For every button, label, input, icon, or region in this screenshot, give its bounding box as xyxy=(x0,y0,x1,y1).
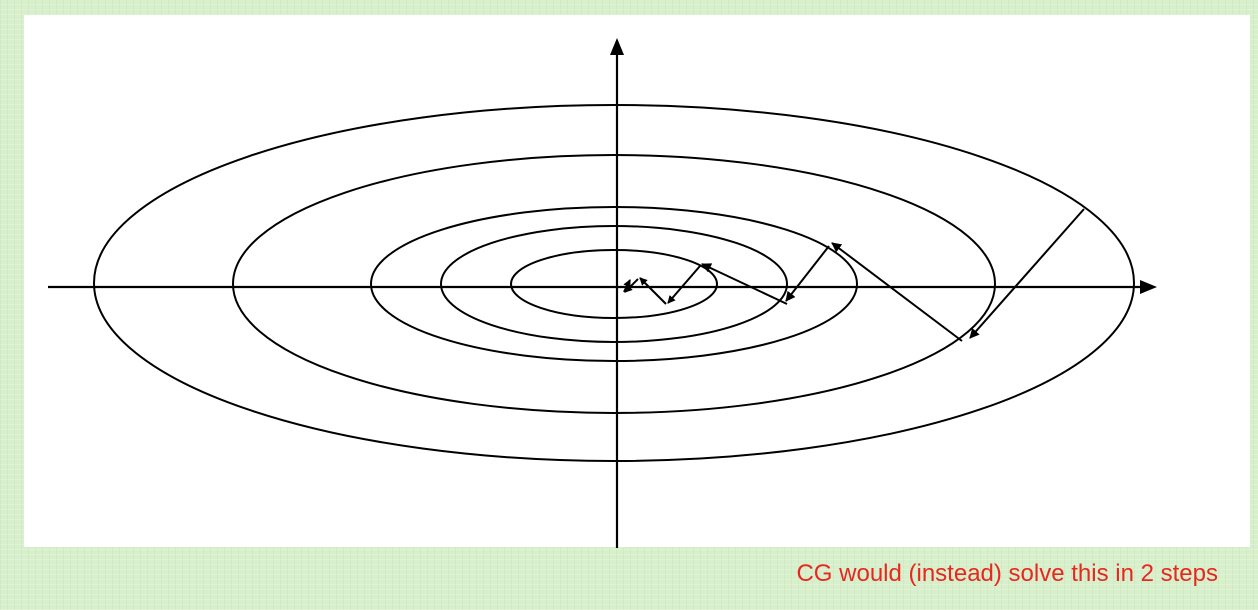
contour-ellipse xyxy=(232,154,996,414)
y-axis-arrow-icon xyxy=(610,38,624,55)
descent-step xyxy=(623,279,631,293)
descent-step xyxy=(701,263,788,305)
contour-ellipse xyxy=(510,249,718,319)
caption-text: CG would (instead) solve this in 2 steps xyxy=(796,560,1218,587)
contour-ellipse xyxy=(440,225,788,343)
descent-step xyxy=(667,265,701,304)
contour-ellipse xyxy=(93,104,1135,462)
descent-step xyxy=(969,208,1085,339)
descent-step xyxy=(785,245,830,302)
descent-step xyxy=(831,242,963,342)
descent-step xyxy=(639,277,667,305)
x-axis-arrow-icon xyxy=(1140,280,1157,294)
descent-step xyxy=(624,278,639,293)
contour-ellipse xyxy=(370,206,858,362)
